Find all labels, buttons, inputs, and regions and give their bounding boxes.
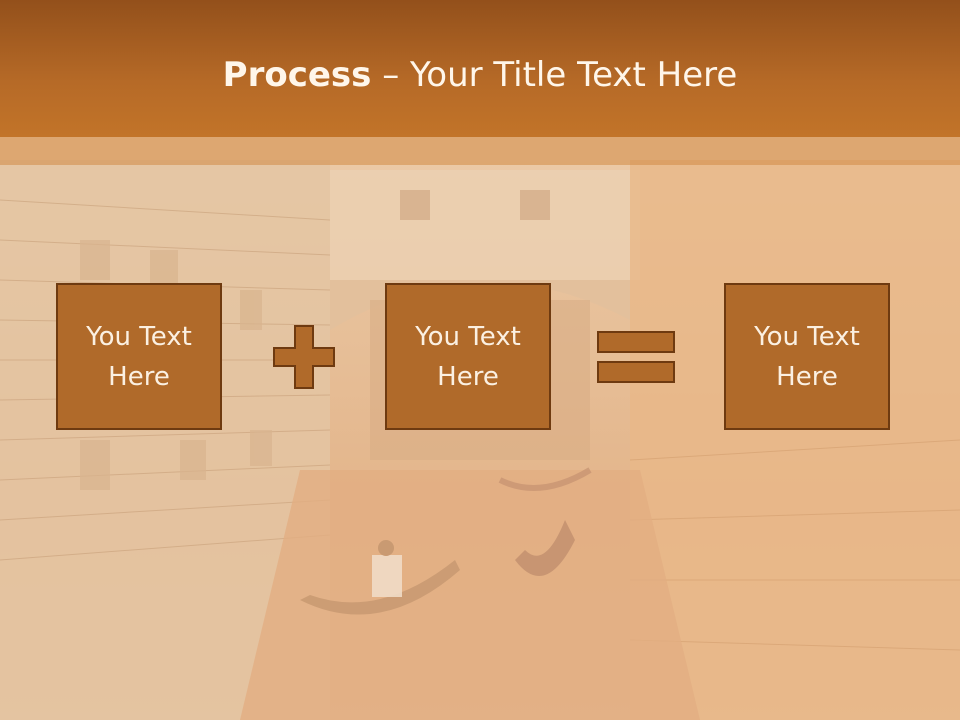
slide-title: Process – Your Title Text Here <box>0 54 960 96</box>
process-box-3[interactable]: You Text Here <box>724 283 890 430</box>
title-rest: Your Title Text Here <box>410 55 738 95</box>
process-box-3-text: You Text Here <box>754 321 860 392</box>
header-shadow-strip <box>0 137 960 165</box>
equals-icon <box>597 331 675 383</box>
process-box-1-text: You Text Here <box>86 321 192 392</box>
plus-icon <box>273 325 335 389</box>
process-box-1[interactable]: You Text Here <box>56 283 222 430</box>
process-box-2-text: You Text Here <box>415 321 521 392</box>
title-bar <box>0 0 960 137</box>
process-box-2[interactable]: You Text Here <box>385 283 551 430</box>
title-bold: Process <box>222 55 372 95</box>
title-dash: – <box>371 55 411 95</box>
